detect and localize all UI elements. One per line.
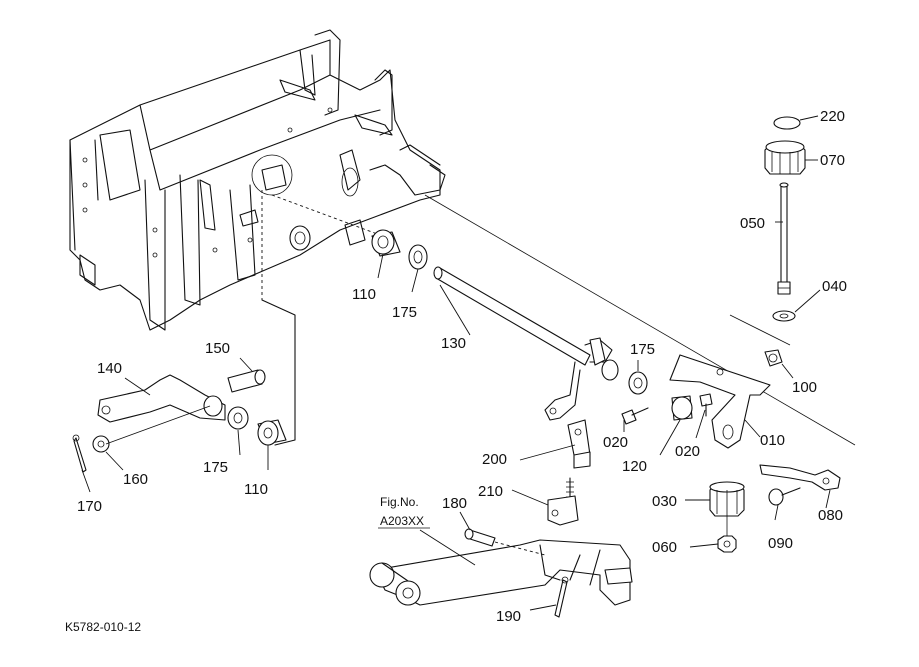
- cotter-pin-170: [72, 434, 87, 473]
- callout-175-lower: 175: [203, 459, 228, 476]
- collar-120: [671, 395, 693, 421]
- callout-110-upper: 110: [352, 286, 376, 303]
- callout-030: 030: [652, 493, 677, 510]
- shift-shaft-130: [433, 266, 619, 421]
- pin-180: [464, 528, 546, 556]
- callout-080: 080: [818, 507, 843, 524]
- callout-070: 070: [820, 152, 845, 169]
- frame-assembly: [69, 29, 856, 446]
- callout-020-right: 020: [675, 443, 700, 460]
- cotter-pin-190: [554, 576, 569, 618]
- nut-100: [764, 349, 783, 367]
- cap-220: [773, 116, 801, 130]
- callout-120: 120: [622, 458, 647, 475]
- pin-150: [227, 369, 266, 393]
- washer-175-upper: [408, 244, 428, 270]
- callout-050: 050: [740, 215, 765, 232]
- figure-reference: Fig.No. A203XX: [378, 495, 430, 529]
- clevis-200: [567, 419, 591, 469]
- callout-labels: 220 070 050 040 100 010 020 020 120 175 …: [77, 108, 847, 625]
- callout-190: 190: [496, 608, 521, 625]
- washer-040: [772, 310, 796, 322]
- figure-ref-number: A203XX: [380, 514, 424, 528]
- callout-020-left: 020: [603, 434, 628, 451]
- knob-070: [764, 140, 806, 175]
- callout-140: 140: [97, 360, 122, 377]
- bolt-020-right: [699, 393, 713, 417]
- nut-060: [717, 535, 737, 553]
- callout-040: 040: [822, 278, 847, 295]
- arm-080: [759, 464, 841, 491]
- bolt-020-left: [621, 407, 649, 425]
- clevis-210: [547, 477, 579, 526]
- knob-nut-030: [709, 481, 745, 517]
- callout-175-upper: 175: [392, 304, 417, 321]
- washer-160: [92, 435, 110, 453]
- callout-180: 180: [442, 495, 467, 512]
- leader-lines: [81, 115, 831, 611]
- callout-010: 010: [760, 432, 785, 449]
- callout-150: 150: [205, 340, 230, 357]
- callout-090: 090: [768, 535, 793, 552]
- callout-130: 130: [441, 335, 466, 352]
- lever-140: [97, 374, 226, 423]
- bracket-010: [669, 354, 771, 449]
- bushing-110-lower: [257, 419, 287, 446]
- callout-200: 200: [482, 451, 507, 468]
- washer-175-lower: [227, 406, 249, 430]
- callout-220: 220: [820, 108, 845, 125]
- callout-170: 170: [77, 498, 102, 515]
- rod-050: [777, 182, 791, 295]
- callout-100: 100: [792, 379, 817, 396]
- callout-060: 060: [652, 539, 677, 556]
- washer-175-shaft: [628, 371, 648, 395]
- pedal-link-assembly: [369, 539, 633, 606]
- drawing-code: K5782-010-12: [65, 620, 141, 634]
- bolt-090: [768, 487, 801, 506]
- callout-110-lower: 110: [244, 481, 268, 498]
- callout-175-shaft: 175: [630, 341, 655, 358]
- bushing-110-upper: [371, 229, 401, 257]
- callout-160: 160: [123, 471, 148, 488]
- figure-ref-label: Fig.No.: [380, 495, 419, 509]
- callout-210: 210: [478, 483, 503, 500]
